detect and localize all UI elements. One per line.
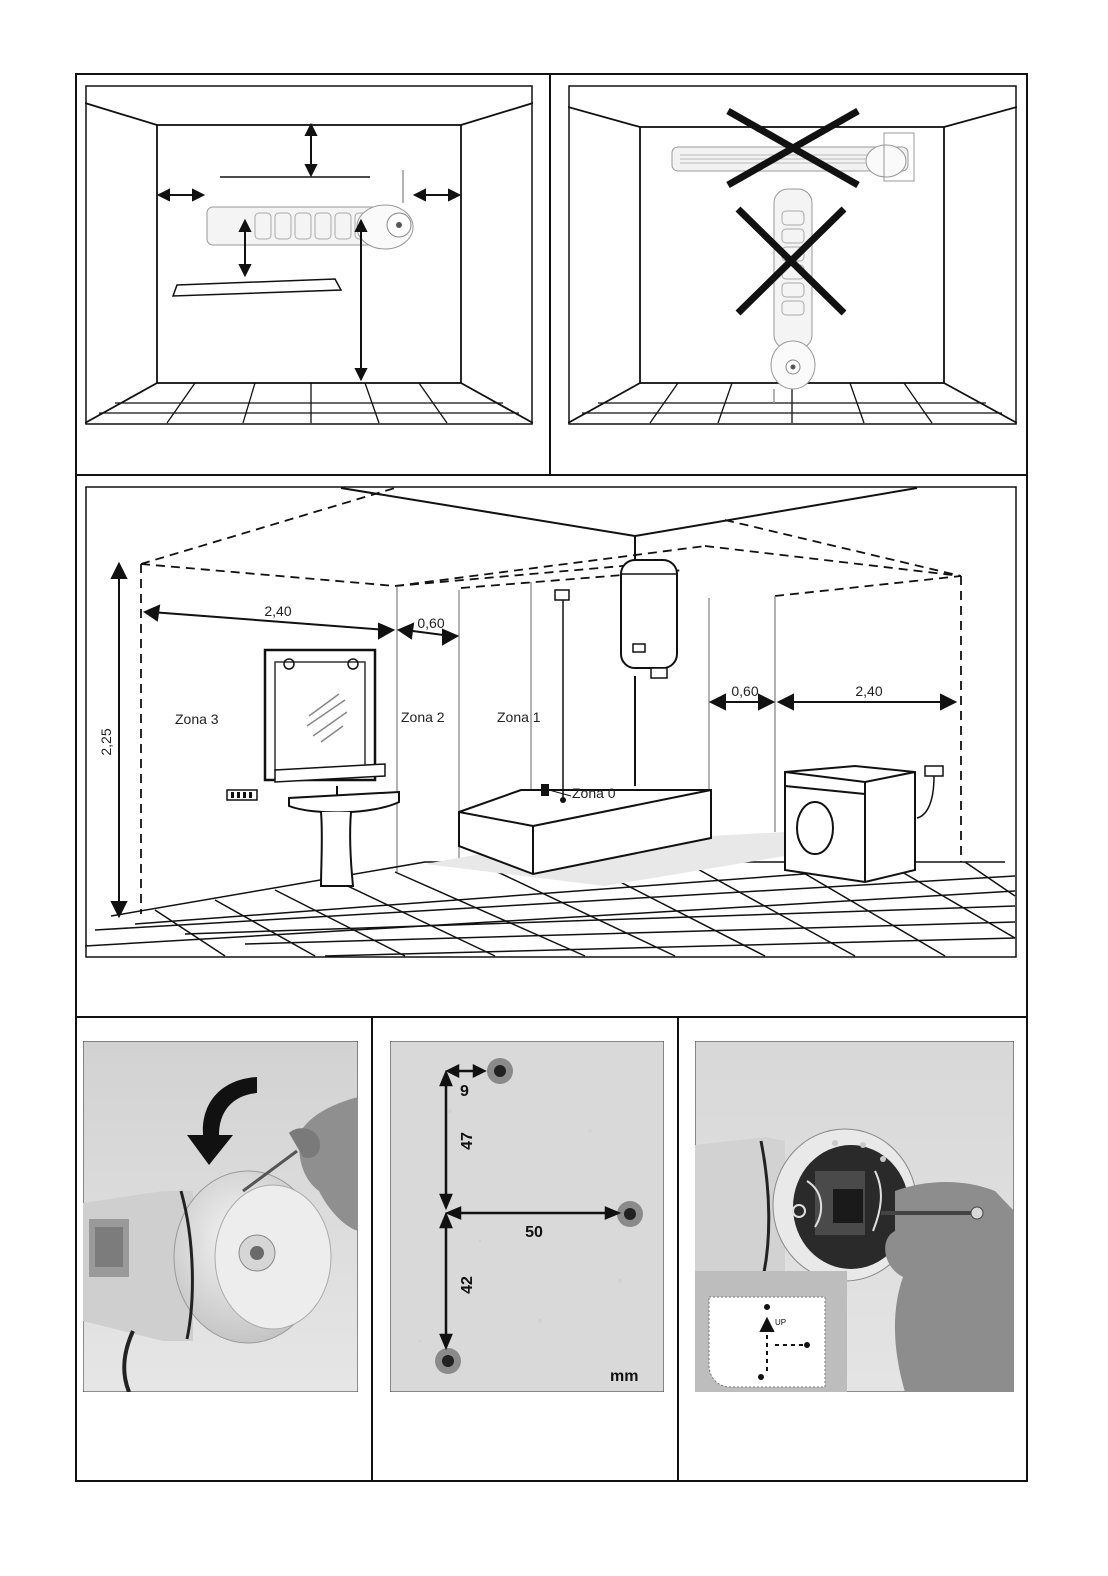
unit-label: mm	[610, 1368, 638, 1385]
height-label: 2,25	[98, 728, 114, 755]
photo-opening-cap	[83, 1041, 358, 1392]
washing-machine-icon	[785, 766, 915, 882]
dim-top-label: 9	[460, 1083, 469, 1100]
up-label: UP	[775, 1318, 786, 1327]
photo-cap-svg	[83, 1041, 358, 1392]
right-gap-label: 0,60	[731, 683, 758, 699]
zone3-label: Zona 3	[175, 711, 219, 727]
row-divider-1	[75, 474, 1028, 476]
photo-wiring: UP	[695, 1041, 1014, 1392]
room-perspective-clear	[85, 85, 533, 425]
right-width-label: 2,40	[855, 683, 882, 699]
zone2-label: Zona 2	[401, 709, 445, 725]
zone0-label: Zona 0	[572, 785, 616, 801]
forbidden-mounting-diagram	[568, 85, 1017, 425]
dim-vertical-upper-label: 47	[459, 1132, 476, 1150]
left-width-label: 2,40	[264, 603, 291, 619]
vertical-heater-icon	[771, 189, 815, 403]
drill-hole-icon	[487, 1058, 513, 1084]
room-perspective-forbidden	[568, 85, 1017, 425]
row-divider-2	[75, 1016, 1028, 1018]
col-divider-top	[549, 73, 551, 476]
drill-hole-icon	[435, 1348, 461, 1374]
mounting-clearance-diagram	[85, 85, 533, 425]
zone1-label: Zona 1	[497, 709, 541, 725]
bathroom-zones-svg: 2,25 2,40 0,60 0,60 2,40 Zona 3 Zona 2 Z…	[85, 486, 1017, 958]
drill-hole-icon	[617, 1201, 643, 1227]
mirror-icon	[265, 650, 385, 782]
photo-drilling-svg: 9 47 50 42 mm	[390, 1041, 664, 1392]
col-divider-bottom-1	[371, 1016, 373, 1482]
photo-wiring-svg: UP	[695, 1041, 1014, 1392]
photo-drilling-template: 9 47 50 42 mm	[390, 1041, 664, 1392]
dim-vertical-lower-label: 42	[459, 1276, 476, 1294]
dim-horizontal-label: 50	[525, 1224, 543, 1241]
left-gap-label: 0,60	[417, 615, 444, 631]
bathroom-zones-diagram: 2,25 2,40 0,60 0,60 2,40 Zona 3 Zona 2 Z…	[85, 486, 1017, 958]
col-divider-bottom-2	[677, 1016, 679, 1482]
